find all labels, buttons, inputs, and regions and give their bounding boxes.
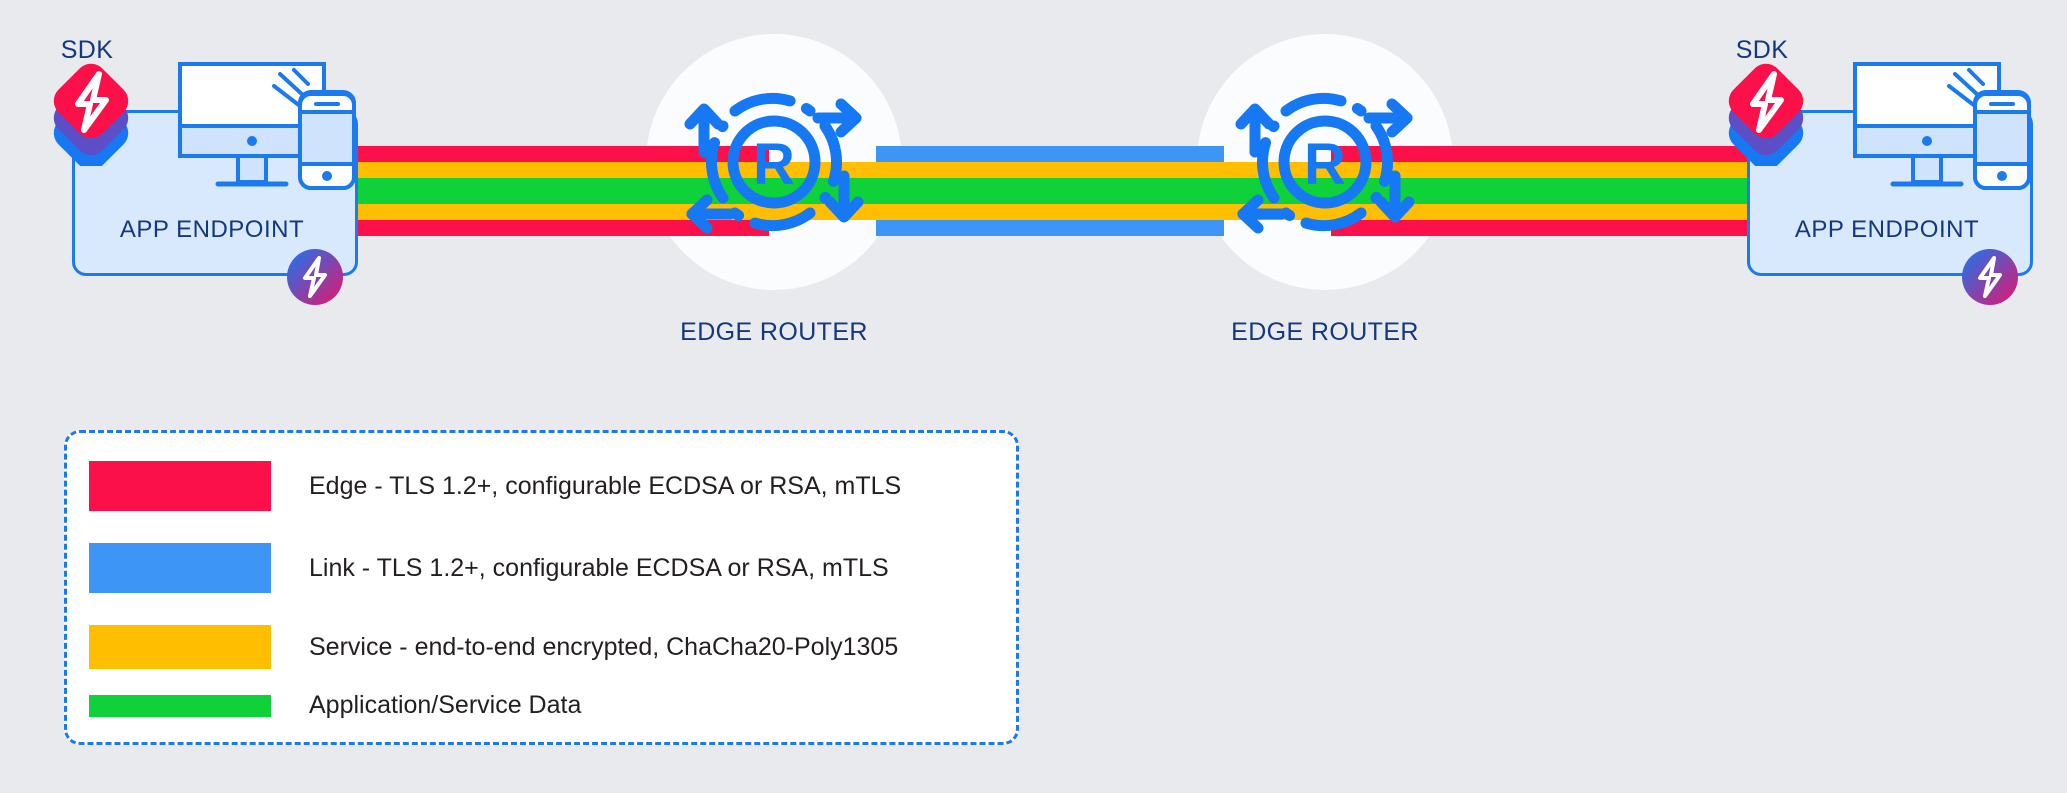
- legend-item-data: Application/Service Data: [89, 691, 581, 720]
- ziti-badge-glyph: [1962, 249, 2018, 305]
- legend-swatch-link: [89, 543, 271, 593]
- router-label-left: EDGE ROUTER: [680, 318, 868, 346]
- band-edge-top: [1331, 146, 1763, 162]
- legend-label-service: Service - end-to-end encrypted, ChaCha20…: [309, 632, 899, 661]
- ziti-badge-icon[interactable]: [1961, 248, 2019, 306]
- legend-swatch-edge: [89, 461, 271, 511]
- device-group: [176, 60, 386, 210]
- band-service-bottom: [339, 204, 769, 220]
- router-icon-right[interactable]: R: [1229, 66, 1421, 258]
- legend-item-edge: Edge - TLS 1.2+, configurable ECDSA or R…: [89, 461, 901, 511]
- device-group: [1851, 60, 2061, 210]
- ziti-badge-glyph: [287, 249, 343, 305]
- band-service-top: [1331, 162, 1763, 178]
- band-service-bottom: [1331, 204, 1763, 220]
- legend-label-edge: Edge - TLS 1.2+, configurable ECDSA or R…: [309, 471, 902, 500]
- band-service-top: [769, 162, 1331, 178]
- legend-item-link: Link - TLS 1.2+, configurable ECDSA or R…: [89, 543, 889, 593]
- legend-swatch-data: [89, 694, 271, 717]
- legend-label-link: Link - TLS 1.2+, configurable ECDSA or R…: [309, 553, 889, 582]
- device-glyph: [1853, 62, 2031, 190]
- band-service-bottom: [769, 204, 1331, 220]
- router-glyph: R: [1235, 92, 1415, 234]
- band-data: [1331, 178, 1763, 204]
- legend-label-data: Application/Service Data: [309, 691, 582, 719]
- band-edge-bottom: [339, 220, 769, 236]
- svg-text:R: R: [753, 132, 795, 197]
- band-link-bottom: [876, 220, 1224, 236]
- sdk-stack-glyph: [1728, 63, 1804, 171]
- sdk-stack-icon[interactable]: [42, 56, 154, 171]
- band-edge-top: [339, 146, 769, 162]
- router-label-right: EDGE ROUTER: [1231, 318, 1419, 346]
- band-edge-bottom: [1331, 220, 1763, 236]
- device-glyph: [178, 62, 356, 190]
- sdk-label-right: SDK: [1735, 36, 1789, 64]
- legend-item-service: Service - end-to-end encrypted, ChaCha20…: [89, 625, 898, 669]
- sdk-stack-glyph: [53, 63, 129, 171]
- endpoint-label: APP ENDPOINT: [119, 216, 305, 243]
- ziti-badge-icon[interactable]: [286, 248, 344, 306]
- legend-panel: Edge - TLS 1.2+, configurable ECDSA or R…: [64, 430, 1019, 745]
- sdk-label-left: SDK: [60, 36, 114, 64]
- band-data: [339, 178, 769, 204]
- router-glyph: R: [684, 92, 864, 234]
- svg-text:R: R: [1304, 132, 1346, 197]
- sdk-stack-icon[interactable]: [1717, 56, 1829, 171]
- band-link-top: [876, 146, 1224, 162]
- legend-swatch-service: [89, 625, 271, 669]
- band-service-top: [339, 162, 769, 178]
- router-icon-left[interactable]: R: [678, 66, 870, 258]
- endpoint-label: APP ENDPOINT: [1794, 216, 1980, 243]
